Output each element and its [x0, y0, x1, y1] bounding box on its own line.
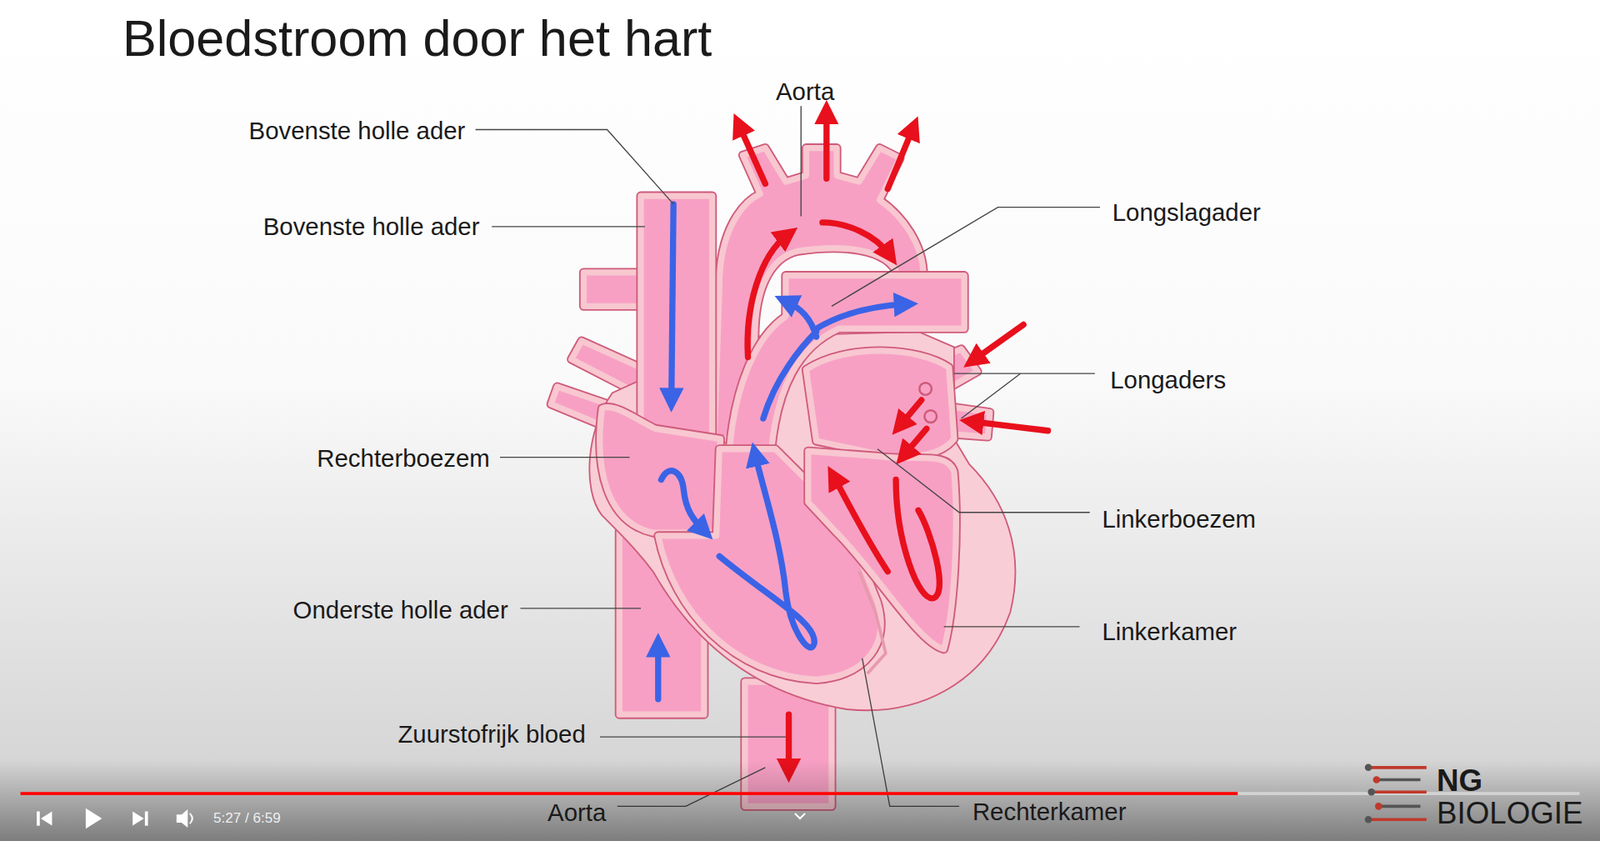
logo-text: BIOLOGIE: [1436, 795, 1583, 831]
part-label: Aorta: [775, 77, 835, 106]
logo-circuit: [1365, 764, 1427, 824]
slide-title: Bloedstroom door het hart: [122, 9, 712, 68]
video-time: 5:27 / 6:59: [213, 810, 281, 827]
part-label: Longslagader: [1112, 198, 1261, 227]
logo-text: NG: [1436, 763, 1483, 799]
part-label: Bovenste holle ader: [249, 116, 466, 145]
part-label: Rechterboezem: [316, 444, 490, 473]
part-label: Onderste holle ader: [293, 595, 509, 625]
part-label: Longaders: [1110, 365, 1226, 395]
part-label: Linkerboezem: [1101, 505, 1256, 534]
part-label: Bovenste holle ader: [263, 212, 480, 241]
part-label: Zuurstofrijk bloed: [397, 720, 585, 749]
part-label: Aorta: [547, 798, 606, 827]
part-label: Linkerkamer: [1101, 617, 1237, 646]
part-label: Rechterkamer: [972, 797, 1127, 826]
